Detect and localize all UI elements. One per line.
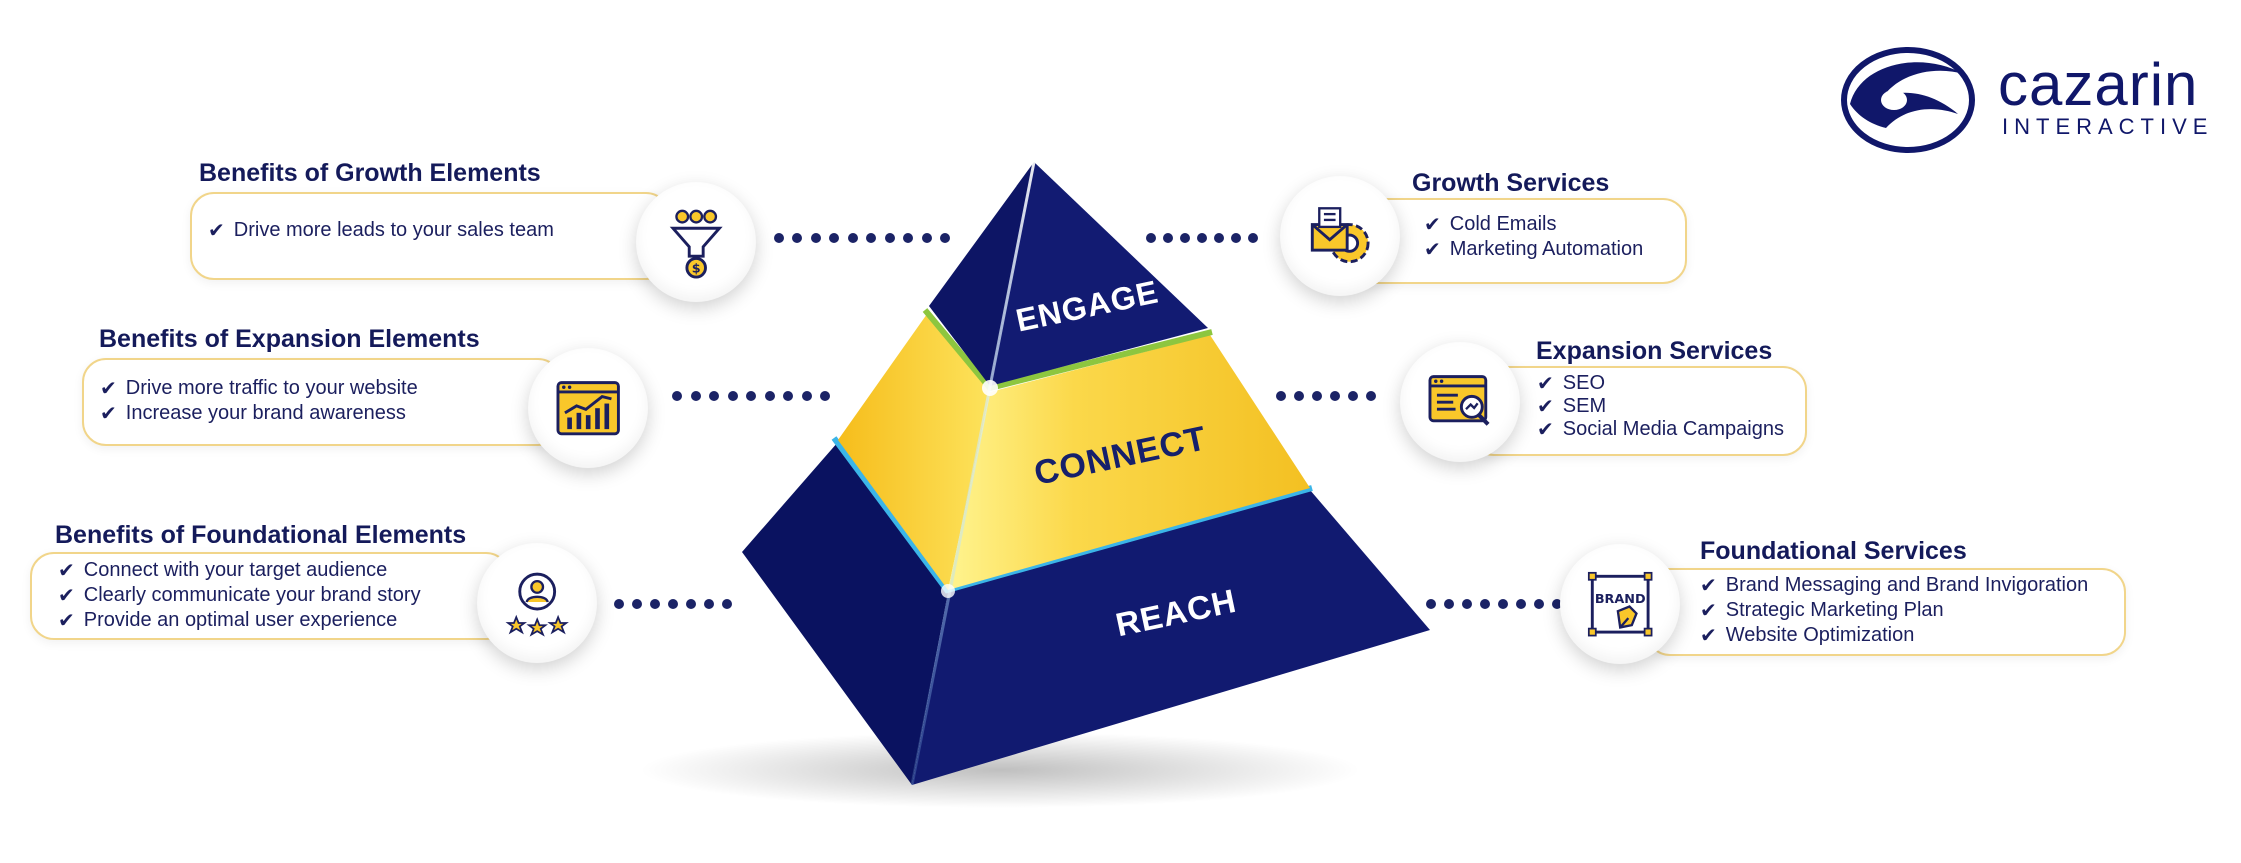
logo-wordmark: cazarin (1998, 51, 2199, 118)
check-icon: ✔ (100, 376, 117, 400)
expansion-benefits-box (82, 358, 562, 446)
growth-benefits-connector (774, 232, 950, 244)
foundational-services-title: Foundational Services (1700, 537, 1967, 565)
brand-icon-text: BRAND (1595, 592, 1646, 607)
check-icon: ✔ (1700, 623, 1717, 647)
check-icon: ✔ (1424, 237, 1441, 261)
check-icon: ✔ (100, 401, 117, 425)
expansion-services-title: Expansion Services (1536, 337, 1773, 365)
pyramid-tier-reach-left (742, 442, 948, 785)
growth-services-box (1350, 198, 1687, 284)
check-icon: ✔ (58, 608, 75, 632)
list-item: ✔Brand Messaging and Brand Invigoration (1700, 573, 2089, 597)
growth-benefits-list: ✔Drive more leads to your sales team (208, 218, 554, 243)
check-icon: ✔ (58, 583, 75, 607)
check-icon: ✔ (58, 558, 75, 582)
pyramid-glow-mid (941, 584, 955, 598)
check-icon: ✔ (1537, 394, 1554, 418)
foundational-services-list: ✔Brand Messaging and Brand Invigoration … (1700, 573, 2088, 648)
pyramid-tier-connect-left (838, 314, 990, 590)
expansion-benefits-connector (672, 390, 830, 402)
list-item: ✔Strategic Marketing Plan (1700, 598, 1944, 622)
expansion-benefits-title: Benefits of Expansion Elements (99, 325, 480, 353)
list-item: ✔SEO (1537, 371, 1606, 395)
growth-services-list: ✔Cold Emails ✔Marketing Automation (1424, 212, 1643, 262)
check-icon: ✔ (1424, 212, 1441, 236)
email-gear-icon (1310, 206, 1370, 264)
foundational-benefits-connector (614, 598, 732, 610)
funnel-people-dollar-icon: $ (669, 209, 723, 279)
growth-services-icon-circle (1280, 176, 1400, 296)
expansion-benefits-list: ✔Drive more traffic to your website ✔Inc… (100, 376, 418, 426)
brand-design-pen-icon: BRAND (1587, 571, 1653, 637)
list-item: ✔Drive more traffic to your website (100, 376, 418, 400)
pyramid-tier-engage-left (929, 162, 1034, 386)
foundational-benefits-box (30, 552, 510, 640)
list-item: ✔Provide an optimal user experience (58, 608, 398, 632)
check-icon: ✔ (1537, 417, 1554, 441)
list-item: ✔Clearly communicate your brand story (58, 583, 421, 607)
list-item: ✔Social Media Campaigns (1537, 417, 1784, 441)
list-item: ✔Website Optimization (1700, 623, 1915, 647)
expansion-services-box (1470, 366, 1807, 456)
pyramid-glow-top (982, 380, 998, 396)
user-rating-stars-icon (505, 572, 569, 637)
browser-search-icon (1428, 374, 1490, 426)
pyramid-tier-reach-right (912, 490, 1430, 785)
growth-benefits-box (190, 192, 670, 280)
foundational-services-icon-circle: BRAND (1560, 544, 1680, 664)
check-icon: ✔ (1700, 573, 1717, 597)
list-item: ✔Connect with your target audience (58, 558, 388, 582)
cazarin-logo: cazarin INTERACTIVE (1840, 44, 2220, 159)
growth-services-title: Growth Services (1412, 169, 1610, 197)
list-item: ✔Marketing Automation (1424, 237, 1644, 261)
pyramid-label-reach: REACH (1112, 581, 1240, 644)
foundational-benefits-list: ✔Connect with your target audience ✔Clea… (58, 558, 421, 633)
foundational-services-connector (1426, 598, 1562, 610)
growth-chart-window-icon (556, 380, 620, 436)
svg-text:$: $ (692, 261, 701, 276)
expansion-services-connector (1276, 390, 1376, 402)
foundational-benefits-icon-circle (477, 543, 597, 663)
expansion-services-list: ✔SEO ✔SEM ✔Social Media Campaigns (1537, 372, 1784, 441)
check-icon: ✔ (208, 218, 225, 242)
pyramid-label-connect: CONNECT (1030, 419, 1211, 493)
expansion-benefits-icon-circle (528, 348, 648, 468)
list-item: ✔Cold Emails (1424, 212, 1557, 236)
logo-subtitle: INTERACTIVE (2002, 114, 2214, 139)
pyramid-shadow (640, 732, 1360, 808)
check-icon: ✔ (1700, 598, 1717, 622)
growth-services-connector (1146, 232, 1258, 244)
list-item: ✔Increase your brand awareness (100, 401, 406, 425)
pyramid-front-edge (910, 161, 1036, 786)
foundational-services-box (1646, 568, 2126, 656)
pyramid-label-engage: ENGAGE (1012, 273, 1162, 339)
cazarin-logo-mark-icon (1841, 47, 1975, 153)
list-item: ✔SEM (1537, 394, 1607, 418)
pyramid-tier-engage-right (990, 162, 1208, 386)
expansion-services-icon-circle (1400, 342, 1520, 462)
growth-benefits-title: Benefits of Growth Elements (199, 159, 541, 187)
growth-benefits-icon-circle: $ (636, 182, 756, 302)
list-item: ✔Drive more leads to your sales team (208, 218, 554, 242)
foundational-benefits-title: Benefits of Foundational Elements (55, 521, 467, 549)
check-icon: ✔ (1537, 371, 1554, 395)
